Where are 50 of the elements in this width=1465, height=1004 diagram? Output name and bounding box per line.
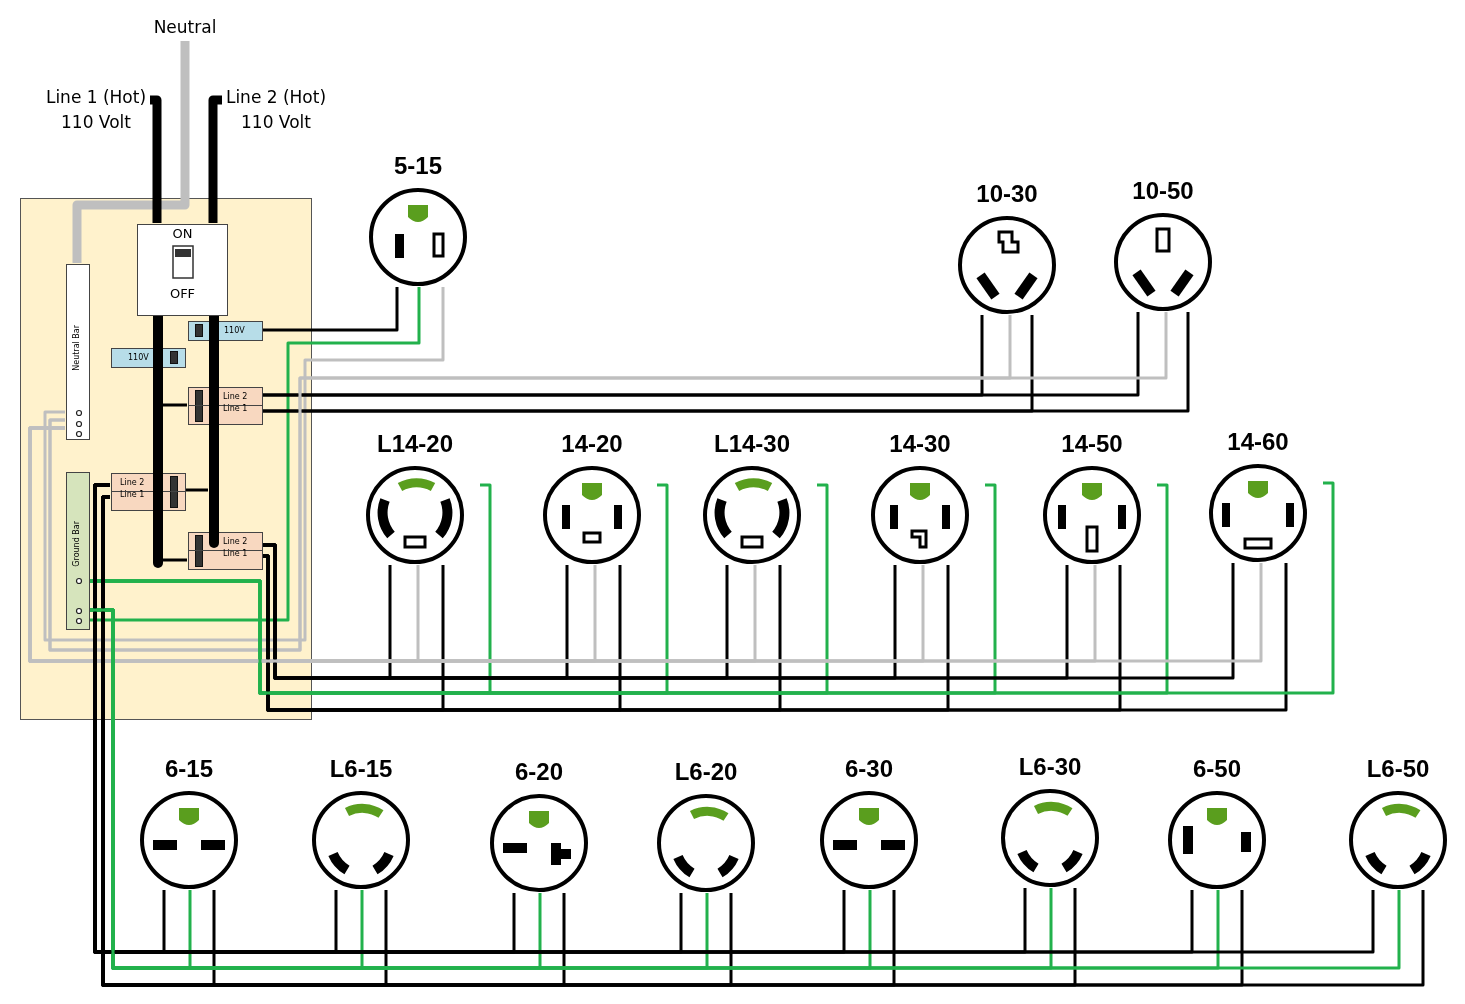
receptacle-label: L6-30	[1017, 753, 1083, 781]
receptacle-label: 6-30	[843, 755, 894, 783]
breaker-label: Line 2	[120, 478, 145, 487]
wire	[185, 488, 208, 492]
receptacle-label: 10-50	[1131, 177, 1195, 205]
breaker-label: Line 1	[223, 404, 248, 413]
bar-label: Ground Bar	[72, 521, 81, 567]
receptacle-label: 14-20	[560, 430, 624, 458]
receptacle-label: L6-15	[328, 755, 394, 783]
wire-label: Neutral	[145, 15, 225, 41]
wire	[262, 287, 399, 332]
breaker-label: Line 1	[120, 490, 145, 499]
wire	[89, 287, 421, 622]
receptacle-label: 6-15	[163, 755, 214, 783]
wire	[43, 287, 445, 642]
neutral-bar	[66, 264, 90, 440]
receptacle-label: 6-50	[1191, 755, 1242, 783]
wire	[208, 95, 222, 223]
receptacle-label: 14-30	[888, 430, 952, 458]
switch-label: ON	[171, 226, 194, 241]
bar-label: Neutral Bar	[72, 325, 81, 371]
main-breaker	[137, 224, 228, 316]
receptacle-label: L6-50	[1365, 755, 1431, 783]
wire-label: Line 2 (Hot) 110 Volt	[222, 85, 330, 137]
ground-bar	[66, 472, 90, 630]
wire	[262, 312, 1140, 397]
receptacle-label: L14-20	[375, 430, 454, 458]
wire	[162, 558, 187, 562]
breaker-label: 110V	[224, 326, 245, 335]
switch-label: OFF	[168, 286, 197, 301]
receptacle-label: 14-50	[1060, 430, 1124, 458]
receptacle-label: L14-30	[712, 430, 791, 458]
receptacle-label: 14-60	[1226, 428, 1290, 456]
receptacle-label: 10-30	[975, 180, 1039, 208]
wire-label: Line 1 (Hot) 110 Volt	[42, 85, 150, 137]
receptacle-label: 5-15	[392, 152, 443, 180]
bus-bar	[209, 316, 219, 548]
breaker-label: Line 1	[223, 549, 248, 558]
receptacle-label: 6-20	[513, 758, 564, 786]
panel-box	[20, 198, 312, 720]
wire	[162, 403, 187, 407]
receptacle-label: L6-20	[673, 758, 739, 786]
bus-bar	[153, 316, 163, 568]
double-breaker	[188, 532, 263, 570]
wire	[150, 95, 162, 223]
wire	[262, 312, 1190, 413]
breaker-label: 110V	[128, 353, 149, 362]
breaker-label: Line 2	[223, 537, 248, 546]
breaker-label: Line 2	[223, 392, 248, 401]
wire	[72, 41, 190, 263]
